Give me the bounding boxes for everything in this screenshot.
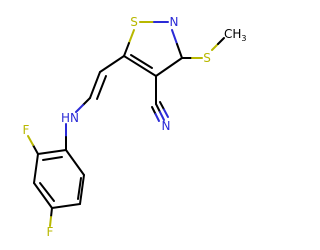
label-ring-sulfur: S bbox=[130, 15, 138, 29]
chemical-structure-diagram: S N S CH3 N HN F F bbox=[23, 15, 247, 239]
bond-vinyl-double-inner bbox=[96, 75, 107, 100]
bond-vinyl-nh-half bbox=[75, 104, 84, 113]
bond-n2-c3 bbox=[171, 29, 178, 45]
bond-ar2-f bbox=[32, 144, 39, 155]
bond-s1-c5 bbox=[128, 29, 135, 44]
bond-ar4-f-half bbox=[49, 216, 52, 227]
bond-cn-n-triple-c bbox=[159, 101, 165, 111]
bond-s-ch3 bbox=[211, 43, 219, 51]
bonds bbox=[27, 21, 225, 227]
label-methyl-subscript: 3 bbox=[241, 34, 246, 43]
bond-ar4-ar5 bbox=[51, 203, 81, 209]
label-methylthio-sulfur: S bbox=[203, 51, 211, 65]
bond-ar-inner-b bbox=[39, 182, 55, 202]
label-methyl-main: CH bbox=[224, 27, 241, 41]
bond-cn-n-triple-a bbox=[155, 103, 161, 113]
label-fluorine-para: F bbox=[47, 225, 54, 239]
label-fluorine-ortho: F bbox=[23, 123, 30, 137]
bond-cn-n-triple-c-half bbox=[163, 108, 169, 118]
label-ring-nitrogen: N bbox=[170, 15, 179, 29]
bond-ar1-ar2 bbox=[37, 149, 67, 155]
label-nitrile-nitrogen: N bbox=[162, 119, 171, 133]
atom-labels: S N S CH3 N HN F F bbox=[23, 15, 247, 239]
bond-c3-c4 bbox=[155, 57, 183, 77]
bond-cn-n-triple-b bbox=[151, 106, 157, 115]
bond-s1-c5-half bbox=[123, 42, 130, 57]
bond-cn-n-triple-a-half bbox=[159, 111, 165, 121]
label-methyl: CH3 bbox=[224, 27, 247, 43]
bond-ar2-f-half bbox=[27, 135, 34, 146]
bond-ar6-ar1 bbox=[65, 149, 85, 176]
bond-n2-c3-half bbox=[176, 43, 183, 59]
bond-s-ch3-half bbox=[217, 37, 225, 45]
bond-ar4-f bbox=[50, 207, 53, 218]
bond-ar5-ar6 bbox=[79, 174, 85, 205]
bond-c4-c5 bbox=[123, 55, 157, 77]
bond-ar-inner-a bbox=[42, 156, 63, 161]
bond-ar-inner-c bbox=[77, 177, 82, 200]
bond-vinyl-nh bbox=[82, 97, 91, 106]
bond-ar3-ar4 bbox=[33, 182, 53, 209]
bond-cn-n-triple-b-half bbox=[154, 113, 160, 122]
bond-ar2-ar3 bbox=[33, 153, 39, 184]
label-amine: HN bbox=[61, 111, 79, 125]
bond-vinyl-double bbox=[89, 71, 101, 99]
bond-c4-c5-inner bbox=[130, 54, 153, 69]
bond-c5-vinyl bbox=[99, 55, 125, 73]
